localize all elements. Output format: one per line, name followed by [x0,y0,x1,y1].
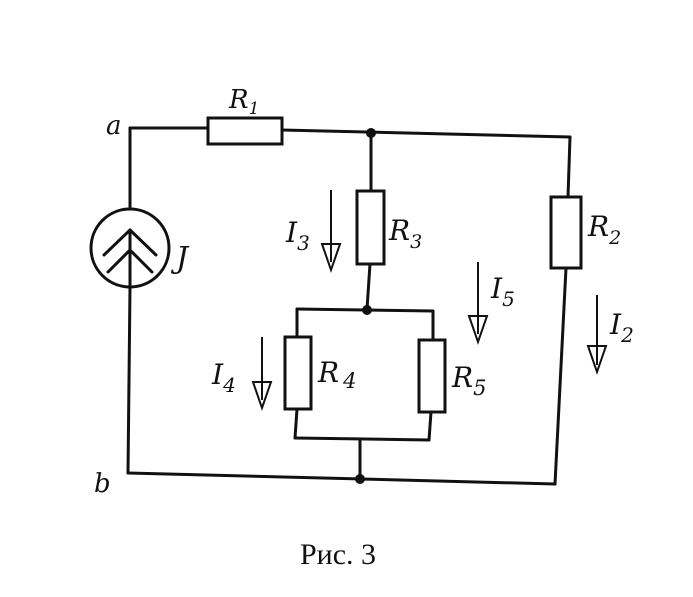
r4-label-main: R [317,356,339,389]
r5-label-main: R [451,361,473,394]
wires [126,126,572,486]
wire-r5-bottom [427,410,433,442]
i4-label: I4 [211,358,236,397]
i3-label: I3 [285,216,310,255]
source-label: J [170,241,190,276]
junction-bottom [355,474,365,484]
resistor-r4 [283,335,313,411]
wire-top-right [280,128,572,139]
r5-label: R5 [451,361,486,400]
arrow-i3-head [320,243,342,274]
wire-r4-bottom [293,407,299,440]
arrow-i5 [467,262,489,346]
r4-label-sub: 4 [342,369,356,393]
current-source [89,207,171,289]
resistor-r2 [549,195,583,270]
wire-right-lower [553,266,568,486]
junction-middle [362,305,372,315]
junction-top [366,128,376,138]
wire-left-lower [126,285,132,475]
i2-label: I2 [609,308,634,347]
r1-label-main: R [228,85,249,115]
i5-label-main: I [490,272,503,305]
arrow-i4 [251,337,273,412]
i2-label-main: I [609,308,622,341]
arrow-i2 [586,295,608,376]
i4-label-sub: 4 [222,373,236,397]
wire-parallel-bottom [293,436,431,442]
i3-label-sub: 3 [297,231,310,255]
i3-label-main: I [285,216,298,249]
wire-r3-bottom [365,262,372,311]
wire-right-upper [566,135,572,199]
arrow-i4-head [251,381,273,412]
r2-label-sub: 2 [608,227,621,249]
i2-label-sub: 2 [620,323,634,347]
arrow-i5-head [467,315,489,346]
i4-label-main: I [211,358,224,391]
i5-label-sub: 5 [502,287,515,311]
i5-label: I5 [490,272,515,311]
r2-label-main: R [587,210,609,243]
node-b-label: b [94,469,111,499]
r5-label-sub: 5 [473,376,486,400]
arrow-i3 [320,190,342,274]
resistor-r5 [417,338,447,414]
resistor-r3 [355,189,386,266]
r3-label-main: R [388,214,410,247]
figure-caption: Рис. 3 [300,538,376,571]
resistor-r1 [206,116,284,146]
r2-label: R2 [587,210,621,249]
r3-label-sub: 3 [410,231,422,253]
r1-label-sub: 1 [249,99,260,119]
r3-label: R3 [388,214,422,253]
r1-label: R1 [228,85,259,119]
wire-bottom [126,471,557,486]
arrow-i2-head [586,345,608,376]
node-a-label: a [106,111,122,141]
